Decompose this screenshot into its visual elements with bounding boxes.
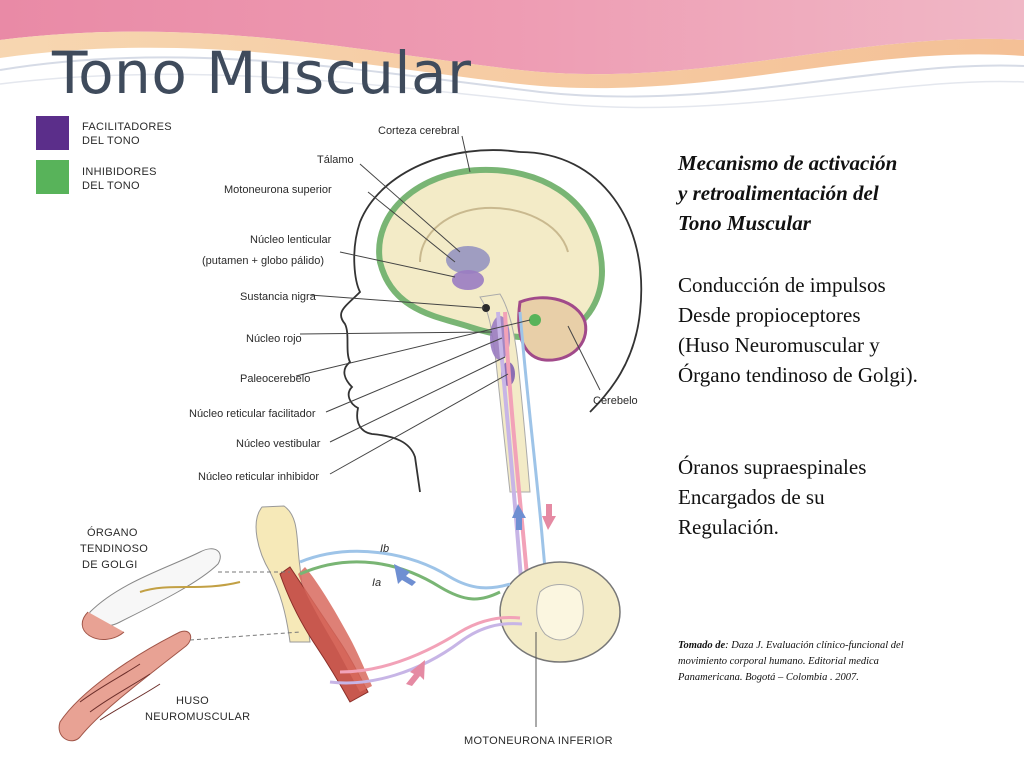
brain-inner-fold (419, 206, 569, 263)
para1-line-2: Desde propioceptores (678, 303, 861, 327)
muscle-spindle (58, 630, 192, 742)
para1-line-4: Órgano tendinoso de Golgi). (678, 363, 918, 387)
legend-label-facilitator-2: DEL TONO (82, 135, 140, 147)
label-huso-1: HUSO (176, 695, 209, 707)
label-motoneurona-superior: Motoneurona superior (224, 184, 332, 196)
muscle-spindle-fibers (79, 663, 161, 721)
legend-swatch-inhibitor (36, 160, 69, 194)
label-talamo: Tálamo (317, 154, 354, 166)
fiber-ib-arrow-icon (394, 564, 416, 586)
source-line-3: Panamericana. Bogotá – Colombia . 2007. (678, 672, 859, 683)
neuro-diagram: FACILITADORES DEL TONO INHIBIDORES DEL T… (0, 112, 680, 768)
text-panel: Mecanismo de activación y retroalimentac… (678, 148, 1018, 542)
efferent-purple (329, 622, 523, 685)
legend-label-facilitator-1: FACILITADORES (82, 121, 172, 133)
label-huso-2: NEUROMUSCULAR (145, 711, 250, 723)
tract-arrow-up-icon (512, 504, 526, 530)
label-cerebelo: Cerebelo (593, 395, 638, 407)
label-vestibular: Núcleo vestibular (236, 438, 321, 450)
label-corteza: Corteza cerebral (378, 125, 459, 137)
label-organo-3: DE GOLGI (82, 559, 138, 571)
label-putamen: (putamen + globo pálido) (202, 255, 324, 267)
tract-arrow-down-icon (542, 504, 556, 530)
head-back-outline (519, 151, 643, 413)
legend-swatch-facilitator (36, 116, 69, 150)
lenticular-nucleus (452, 270, 484, 290)
label-motoneurona-inferior: MOTONEURONA INFERIOR (464, 735, 613, 747)
source-line-2: movimiento corporal humano. Editorial me… (678, 656, 879, 667)
label-nucleo-lenticular: Núcleo lenticular (250, 234, 332, 246)
golgi-tendon-tip (81, 611, 125, 640)
heading-line-3: Tono Muscular (678, 211, 811, 235)
source-line-1: : Daza J. Evaluación clínico-funcional d… (725, 640, 904, 651)
source-prefix: Tomado de (678, 640, 726, 651)
thalamus (446, 246, 490, 274)
label-fiber-ib: Ib (380, 543, 389, 555)
efferent-pink (339, 616, 521, 674)
label-organo-1: ÓRGANO (87, 526, 138, 539)
fiber-ib-blue (299, 549, 511, 590)
label-paleocerebelo: Paleocerebelo (240, 373, 310, 385)
biceps-muscle-2 (298, 567, 372, 692)
legend-label-inhibitor-2: DEL TONO (82, 180, 140, 192)
label-organo-2: TENDINOSO (80, 543, 148, 555)
brain-cortex (376, 166, 605, 341)
header-wave-banner (0, 0, 1024, 109)
spinal-gray-matter (536, 584, 584, 641)
label-reticular-inhibidor: Núcleo reticular inhibidor (198, 471, 319, 483)
cerebellum (517, 296, 588, 362)
legend-label-inhibitor-1: INHIBIDORES (82, 166, 157, 178)
efferent-arrow-icon (406, 660, 425, 686)
neuro-diagram-svg: FACILITADORES DEL TONO INHIBIDORES DEL T… (36, 116, 643, 747)
substantia-nigra (482, 304, 490, 312)
heading-line-1: Mecanismo de activación (678, 151, 898, 175)
label-sustancia-nigra: Sustancia nigra (240, 291, 317, 303)
para2-line-1: Óranos supraespinales (678, 455, 867, 479)
para1-line-1: Conducción de impulsos (678, 273, 886, 297)
fiber-ia-green (299, 560, 501, 601)
label-nucleo-rojo: Núcleo rojo (246, 333, 302, 345)
head-profile-outline (340, 149, 521, 493)
para1-line-3: (Huso Neuromuscular y (678, 333, 880, 357)
label-fiber-ia: Ia (372, 577, 381, 589)
para2-line-3: Regulación. (678, 515, 779, 539)
leader-lines (295, 135, 601, 475)
source-citation: Tomado de: Daza J. Evaluación clínico-fu… (678, 638, 1018, 686)
slide-title: Tono Muscular (52, 39, 472, 107)
label-reticular-facilitador: Núcleo reticular facilitador (189, 408, 316, 420)
golgi-fiber (139, 581, 241, 593)
heading-line-2: y retroalimentación del (678, 181, 879, 205)
para2-line-2: Encargados de su (678, 485, 825, 509)
spindle-dash-connector (189, 631, 301, 641)
paleocerebellum-node (529, 314, 541, 326)
